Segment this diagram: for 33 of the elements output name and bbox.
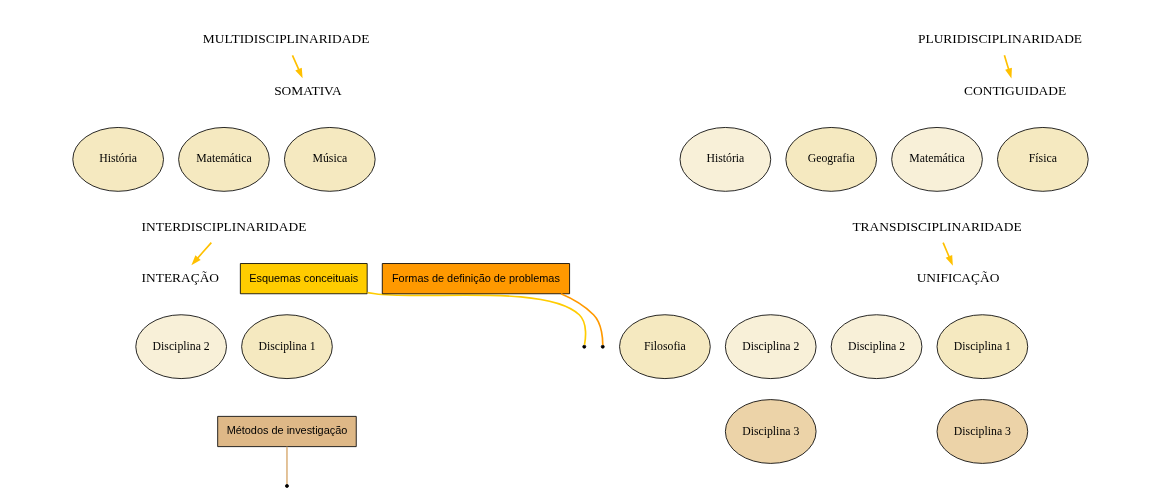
node-ellipse: Física	[997, 127, 1089, 192]
node-box: Formas de definição de problemas	[381, 263, 570, 295]
node-ellipse: Disciplina 1	[936, 314, 1029, 379]
node-ellipse: Disciplina 2	[135, 314, 227, 379]
node-ellipse: Disciplina 1	[241, 314, 333, 379]
arrow	[1003, 54, 1012, 79]
node-ellipse: História	[72, 127, 164, 192]
connector	[560, 292, 604, 346]
node-text: INTERDISCIPLINARIDADE	[141, 218, 307, 234]
node-text: INTERAÇÃO	[141, 269, 220, 285]
arrow	[942, 241, 953, 266]
node-text: PLURIDISCIPLINARIDADE	[917, 31, 1083, 47]
node-ellipse: Disciplina 2	[830, 314, 923, 379]
node-ellipse: Música	[284, 127, 376, 192]
node-text: UNIFICAÇÃO	[916, 269, 1000, 285]
node-ellipse: Matemática	[178, 127, 270, 192]
node-box: Métodos de investigação	[217, 415, 357, 448]
node-text: CONTIGUIDADE	[964, 82, 1067, 98]
node-text: MULTIDISCIPLINARIDADE	[202, 31, 370, 47]
node-ellipse: Matemática	[891, 127, 983, 192]
node-ellipse: História	[679, 127, 772, 192]
node-ellipse: Disciplina 2	[724, 314, 817, 379]
arrow	[291, 54, 303, 79]
node-ellipse: Disciplina 3	[936, 399, 1029, 464]
node-ellipse: Disciplina 3	[724, 399, 817, 464]
node-text: TRANSDISCIPLINARIDADE	[852, 218, 1022, 234]
node-text: SOMATIVA	[274, 82, 342, 98]
connector	[366, 291, 587, 346]
node-ellipse: Filosofia	[619, 314, 711, 379]
connector	[286, 445, 288, 485]
arrow	[191, 241, 213, 266]
node-box: Esquemas conceituais	[239, 263, 368, 295]
node-ellipse: Geografia	[785, 127, 877, 192]
